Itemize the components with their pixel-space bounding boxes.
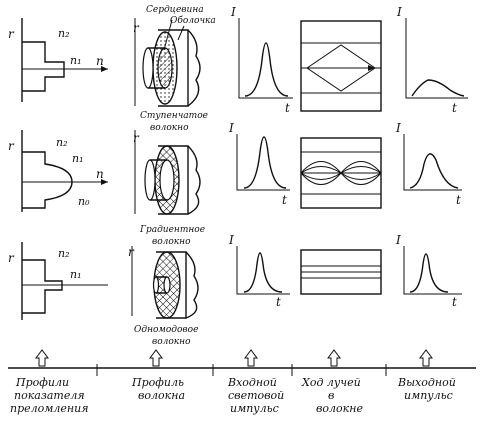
n0-label: n₀	[78, 195, 90, 208]
single-mode-profile: r n₂ n₁	[8, 242, 108, 320]
row-graded-index: r n₂ n₁ n₀ n r Градиентное волокно I	[8, 121, 462, 247]
step-output-pulse: I t	[396, 5, 468, 115]
graded-input-pulse: I t	[228, 121, 290, 207]
n2-label: n₂	[58, 247, 70, 260]
col1-line3: преломления	[10, 402, 89, 415]
axis-I-label: I	[230, 5, 236, 19]
axis-t-label: t	[452, 295, 457, 309]
single-input-pulse: I t	[228, 233, 290, 309]
axis-I-label: I	[228, 233, 234, 247]
up-arrow-icon	[419, 349, 433, 367]
axis-I-label: I	[395, 233, 401, 247]
graded-ray-path	[300, 137, 382, 209]
step-fiber-label-2: волокно	[150, 123, 189, 133]
col3-line2: световой	[228, 389, 284, 402]
col4-line1: Ход лучей	[301, 376, 361, 389]
n2-label: n₂	[56, 136, 68, 149]
col1-line1: Профили	[15, 376, 69, 389]
single-ray-path	[300, 249, 382, 295]
axis-t-label: t	[285, 101, 290, 115]
single-output-pulse: I t	[395, 233, 462, 309]
col5-line1: Выходной	[397, 376, 456, 389]
step-index-fiber: r Сердцевина Оболочка Ступенчатое волокн…	[133, 5, 216, 133]
n1-label: n₁	[72, 152, 84, 165]
col1-line2: показателя	[14, 389, 85, 402]
col3-line1: Входной	[227, 376, 277, 389]
axis-I-label: I	[395, 121, 401, 135]
up-arrow-icon	[327, 349, 341, 367]
single-fiber-label-2: волокно	[152, 337, 191, 347]
col4-line3: волокне	[316, 402, 363, 415]
axis-r-label: r	[8, 139, 15, 153]
axis-n-label: n	[96, 54, 104, 68]
graded-fiber-label-2: волокно	[152, 237, 191, 247]
step-fiber-label-1: Ступенчатое	[140, 111, 208, 121]
n2-label: n₂	[58, 27, 70, 40]
cladding-label: Оболочка	[170, 15, 216, 26]
axis-r-label: r	[8, 251, 15, 265]
col4-line2: в	[328, 389, 334, 402]
axis-r-label: r	[133, 131, 140, 145]
graded-index-fiber: r Градиентное волокно	[133, 130, 205, 247]
axis-t-label: t	[276, 295, 281, 309]
step-input-pulse: I t	[230, 5, 293, 115]
single-fiber-label-1: Одномодовое	[134, 325, 198, 335]
step-index-profile: r n₂ n₁ n	[8, 18, 108, 102]
up-arrow-icon	[149, 349, 163, 367]
step-ray-path	[300, 20, 382, 112]
axis-r-label: r	[8, 27, 15, 41]
axis-n-label: n	[96, 167, 104, 181]
axis-t-label: t	[452, 101, 457, 115]
core-label: Сердцевина	[146, 5, 204, 15]
axis-t-label: t	[282, 193, 287, 207]
row-step-index: r n₂ n₁ n r Сердцевина Оболочка Ступенча…	[8, 5, 468, 133]
n1-label: n₁	[70, 268, 82, 281]
row-single-mode: r n₂ n₁ r Одномодовое волокно I t	[8, 233, 462, 347]
axis-r-label: r	[133, 21, 140, 35]
up-arrow-icon	[35, 349, 49, 367]
n1-label: n₁	[70, 54, 82, 67]
up-arrow-icon	[244, 349, 258, 367]
graded-fiber-label-1: Градиентное	[139, 225, 205, 235]
col2-line2: волокна	[138, 389, 185, 402]
axis-t-label: t	[456, 193, 461, 207]
graded-output-pulse: I t	[395, 121, 462, 207]
single-mode-fiber: r Одномодовое волокно	[128, 245, 199, 347]
column-captions: Профили показателя преломления Профиль в…	[8, 349, 476, 415]
axis-I-label: I	[396, 5, 402, 19]
graded-index-profile: r n₂ n₁ n₀ n	[8, 130, 108, 212]
col3-line3: импульс	[230, 402, 279, 415]
col2-line1: Профиль	[131, 376, 184, 389]
col5-line2: импульс	[404, 389, 453, 402]
axis-I-label: I	[228, 121, 234, 135]
